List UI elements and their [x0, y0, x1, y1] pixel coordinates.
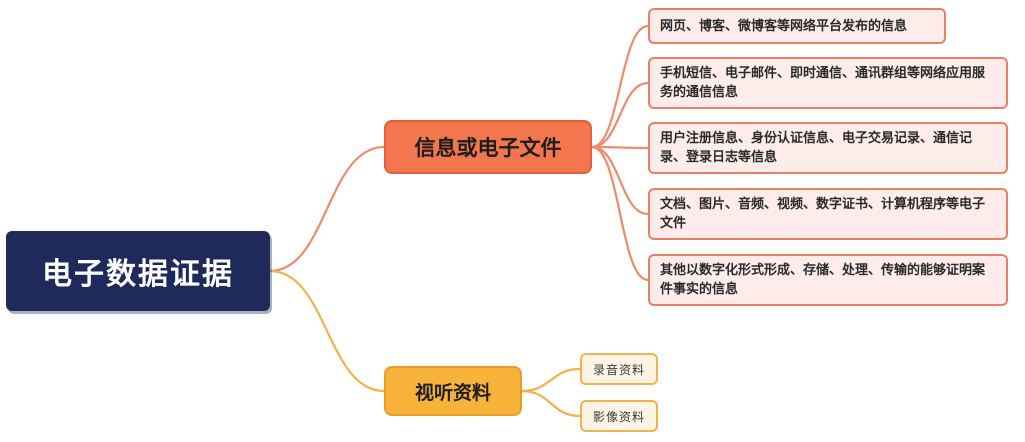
leaf-label: 录音资料 — [592, 362, 645, 377]
connector-line — [268, 145, 386, 273]
leaf-node[interactable]: 文档、图片、音频、视频、数字证书、计算机程序等电子文件 — [648, 188, 1008, 240]
connector-line — [590, 81, 650, 149]
leaf-label: 用户注册信息、身份认证信息、电子交易记录、通信记录、登录日志等信息 — [660, 131, 973, 165]
connector-line — [520, 367, 582, 393]
leaf-node[interactable]: 影像资料 — [580, 400, 658, 432]
branch-node-electronic-files[interactable]: 信息或电子文件 — [384, 120, 592, 174]
leaf-label: 网页、博客、微博客等网络平台发布的信息 — [660, 18, 908, 34]
leaf-node[interactable]: 用户注册信息、身份认证信息、电子交易记录、通信记录、登录日志等信息 — [648, 122, 1008, 174]
connector-line — [520, 389, 582, 418]
leaf-label: 文档、图片、音频、视频、数字证书、计算机程序等电子文件 — [660, 197, 986, 231]
branch-node-audiovisual[interactable]: 视听资料 — [384, 366, 522, 416]
branch-label: 信息或电子文件 — [414, 136, 562, 160]
connector-line — [268, 269, 386, 393]
connector-line — [590, 145, 650, 282]
root-node[interactable]: 电子数据证据 — [6, 231, 270, 311]
leaf-node[interactable]: 手机短信、电子邮件、即时通信、通讯群组等网络应用服务的通信信息 — [648, 57, 1008, 109]
leaf-node[interactable]: 其他以数字化形式形成、存储、处理、传输的能够证明案件事实的信息 — [648, 254, 1008, 306]
leaf-label: 影像资料 — [592, 409, 645, 424]
connector-line — [590, 145, 650, 150]
branch-label: 视听资料 — [414, 381, 491, 404]
connector-line — [590, 24, 650, 149]
leaf-node[interactable]: 网页、博客、微博客等网络平台发布的信息 — [648, 8, 946, 44]
connector-line — [590, 145, 650, 216]
leaf-label: 手机短信、电子邮件、即时通信、通讯群组等网络应用服务的通信信息 — [660, 66, 986, 100]
leaf-node[interactable]: 录音资料 — [580, 353, 658, 385]
root-label: 电子数据证据 — [42, 257, 234, 292]
leaf-label: 其他以数字化形式形成、存储、处理、传输的能够证明案件事实的信息 — [660, 263, 986, 297]
